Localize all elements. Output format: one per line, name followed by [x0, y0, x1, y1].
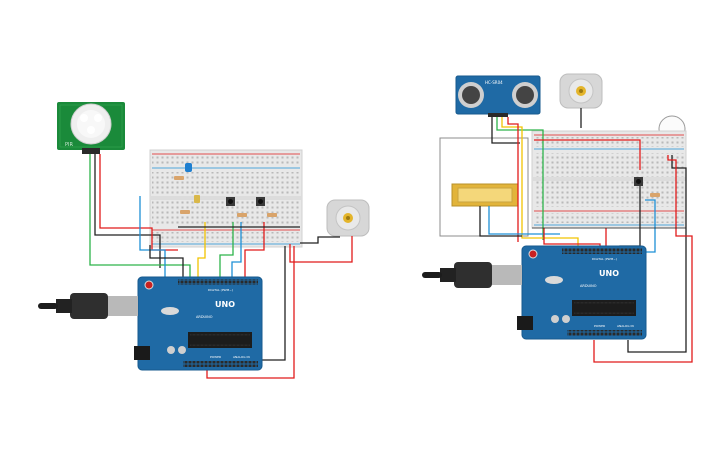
resistor[interactable]	[174, 176, 184, 180]
header-analog-label: ANALOG IN	[233, 355, 250, 359]
arduino-uno-left[interactable]: UNO ARDUINO DIGITAL (PWM~) POWER ANALOG …	[134, 276, 263, 371]
wires-left	[89, 154, 353, 379]
led-blue[interactable]	[185, 163, 192, 172]
header-digital-label: DIGITAL (PWM~)	[592, 257, 617, 261]
board-model-label: UNO	[215, 300, 235, 309]
dc-motor-left[interactable]	[326, 199, 370, 237]
pushbutton[interactable]	[226, 197, 235, 206]
capacitor[interactable]	[194, 195, 200, 203]
header-digital-label: DIGITAL (PWM~)	[208, 288, 233, 292]
board-brand-label: ARDUINO	[196, 315, 213, 319]
board-brand-label: ARDUINO	[580, 284, 597, 288]
pir-sensor[interactable]: PIR	[57, 102, 125, 154]
arduino-uno-right[interactable]: UNO ARDUINO DIGITAL (PWM~) POWER ANALOG …	[517, 245, 647, 340]
resistor[interactable]	[650, 193, 660, 197]
resistor[interactable]	[237, 213, 247, 217]
left-circuit: PIR	[38, 102, 370, 379]
ultrasonic-sensor[interactable]: HC-SR04	[455, 75, 541, 117]
usb-cable-left[interactable]	[38, 293, 138, 319]
pir-label: PIR	[65, 142, 73, 148]
right-circuit: HC-SR04	[422, 73, 693, 363]
usb-cable-right[interactable]	[422, 262, 522, 288]
board-model-label: UNO	[599, 269, 619, 278]
header-analog-label: ANALOG IN	[617, 324, 634, 328]
ultrasonic-label: HC-SR04	[485, 80, 503, 85]
breadboard-right[interactable]	[531, 130, 687, 229]
header-power-label: POWER	[210, 355, 221, 359]
header-power-label: POWER	[594, 324, 605, 328]
pushbutton[interactable]	[634, 177, 643, 186]
resistor[interactable]	[180, 210, 190, 214]
wires-right	[479, 108, 693, 363]
resistor[interactable]	[267, 213, 277, 217]
pushbutton[interactable]	[256, 197, 265, 206]
lcd-display[interactable]	[451, 183, 519, 207]
dc-motor-right[interactable]	[559, 73, 603, 109]
